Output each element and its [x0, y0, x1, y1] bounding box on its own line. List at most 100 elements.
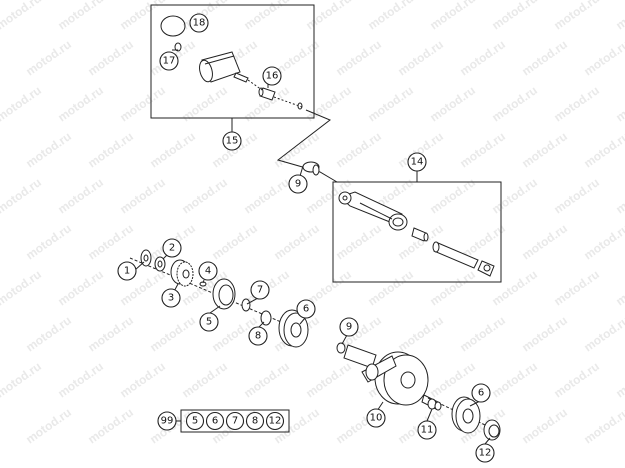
watermark-text: motod.ru — [395, 313, 446, 354]
needle-bearing-part — [299, 161, 320, 177]
watermark-layer: motod.ru motod.ru motod.ru motod.ru motod.ru… — [0, 0, 625, 446]
watermark-text: motod.ru — [551, 267, 602, 308]
watermark-text: motod.ru — [581, 313, 625, 354]
leader-lines — [134, 49, 491, 445]
watermark-text: motod.ru — [365, 0, 416, 32]
watermark-text: motod.ru — [333, 37, 384, 78]
watermark-text: motod.ru — [395, 37, 446, 78]
watermark-text: motod.ru — [333, 129, 384, 170]
spacer-part — [260, 310, 272, 326]
leader-line — [276, 109, 338, 183]
label-4: 4 — [198, 261, 218, 281]
watermark-text: motod.ru — [23, 313, 74, 354]
watermark-text: motod.ru — [271, 221, 322, 262]
watermark-text: motod.ru — [23, 129, 74, 170]
kit-item-circle — [265, 411, 285, 431]
watermark-text: motod.ru — [333, 221, 384, 262]
conrod-assembly-box — [332, 170, 502, 283]
kit-item-circle — [185, 411, 205, 431]
svg-text:6: 6 — [478, 388, 484, 399]
watermark-text: motod.ru — [55, 267, 106, 308]
watermark-text: motod.ru — [0, 83, 44, 124]
pin-circlip-part — [297, 102, 303, 110]
crankshaft-part — [336, 342, 441, 411]
kit-item-circle — [225, 411, 245, 431]
watermark-text: motod.ru — [427, 0, 478, 32]
label-9-upper: 9 — [288, 174, 308, 194]
label-15: 15 — [222, 131, 242, 151]
kit-label-99: 99 — [157, 411, 177, 431]
watermark-text: motod.ru — [581, 405, 625, 446]
left-gear-stack — [129, 249, 309, 348]
watermark-text: motod.ru — [519, 221, 570, 262]
label-9-lower: 9 — [339, 317, 359, 337]
circlip-part — [174, 42, 182, 52]
watermark-text: motod.ru — [581, 129, 625, 170]
watermark-text: motod.ru — [0, 359, 44, 400]
watermark-text: motod.ru — [117, 359, 168, 400]
watermark-text: motod.ru — [519, 129, 570, 170]
watermark-text: motod.ru — [23, 37, 74, 78]
part-labels: 18 17 16 15 14 9 2 1 4 3 7 6 5 8 9 6 10 … — [117, 13, 495, 463]
svg-text:11: 11 — [421, 425, 434, 436]
label-6-left: 6 — [296, 299, 316, 319]
watermark-text: motod.ru — [85, 313, 136, 354]
watermark-text: motod.ru — [85, 221, 136, 262]
watermark-text: motod.ru — [613, 0, 625, 32]
watermark-text: motod.ru — [179, 175, 230, 216]
o-ring-part — [241, 298, 251, 312]
watermark-text: motod.ru — [427, 175, 478, 216]
watermark-text: motod.ru — [55, 0, 106, 32]
watermark-text: motod.ru — [519, 313, 570, 354]
watermark-text: motod.ru — [147, 129, 198, 170]
svg-text:4: 4 — [205, 266, 211, 277]
kit-item-circle — [245, 411, 265, 431]
watermark-text: motod.ru — [241, 359, 292, 400]
watermark-text: motod.ru — [55, 83, 106, 124]
svg-text:2: 2 — [169, 243, 175, 254]
watermark-text: motod.ru — [519, 37, 570, 78]
oil-seal-part — [483, 419, 501, 441]
watermark-text: motod.ru — [303, 359, 354, 400]
watermark-text: motod.ru — [457, 129, 508, 170]
watermark-text: motod.ru — [457, 313, 508, 354]
label-6-right: 6 — [471, 383, 491, 403]
label-2: 2 — [162, 238, 182, 258]
label-8: 8 — [248, 326, 268, 346]
watermark-text: motod.ru — [23, 405, 74, 446]
label-14: 14 — [407, 152, 427, 172]
crank-pin-part — [432, 241, 479, 269]
watermark-text: motod.ru — [117, 175, 168, 216]
watermark-text: motod.ru — [613, 83, 625, 124]
svg-text:6: 6 — [303, 304, 309, 315]
svg-text:8: 8 — [255, 331, 261, 342]
kit-item-circle — [205, 411, 225, 431]
primary-gear-part — [170, 259, 194, 287]
label-18: 18 — [189, 13, 209, 33]
watermark-text: motod.ru — [0, 175, 44, 216]
watermark-text: motod.ru — [427, 267, 478, 308]
oil-seal-part — [212, 278, 236, 310]
conrod-bearing-part — [411, 227, 429, 242]
watermark-text: motod.ru — [23, 221, 74, 262]
watermark-text: motod.ru — [365, 83, 416, 124]
svg-text:18: 18 — [193, 18, 206, 29]
kit-item-label: 6 — [212, 416, 218, 427]
watermark-text: motod.ru — [551, 0, 602, 32]
watermark-text: motod.ru — [519, 405, 570, 446]
ring-part — [434, 401, 442, 411]
watermark-text: motod.ru — [427, 83, 478, 124]
right-bearing-stack — [427, 396, 501, 441]
label-7: 7 — [250, 280, 270, 300]
svg-text:7: 7 — [257, 285, 263, 296]
svg-text:10: 10 — [370, 413, 383, 424]
svg-text:14: 14 — [411, 157, 424, 168]
watermark-text: motod.ru — [55, 175, 106, 216]
watermark-text: motod.ru — [489, 0, 540, 32]
watermark-text: motod.ru — [0, 267, 44, 308]
svg-text:17: 17 — [163, 56, 176, 67]
kit-item-label: 8 — [252, 416, 258, 427]
